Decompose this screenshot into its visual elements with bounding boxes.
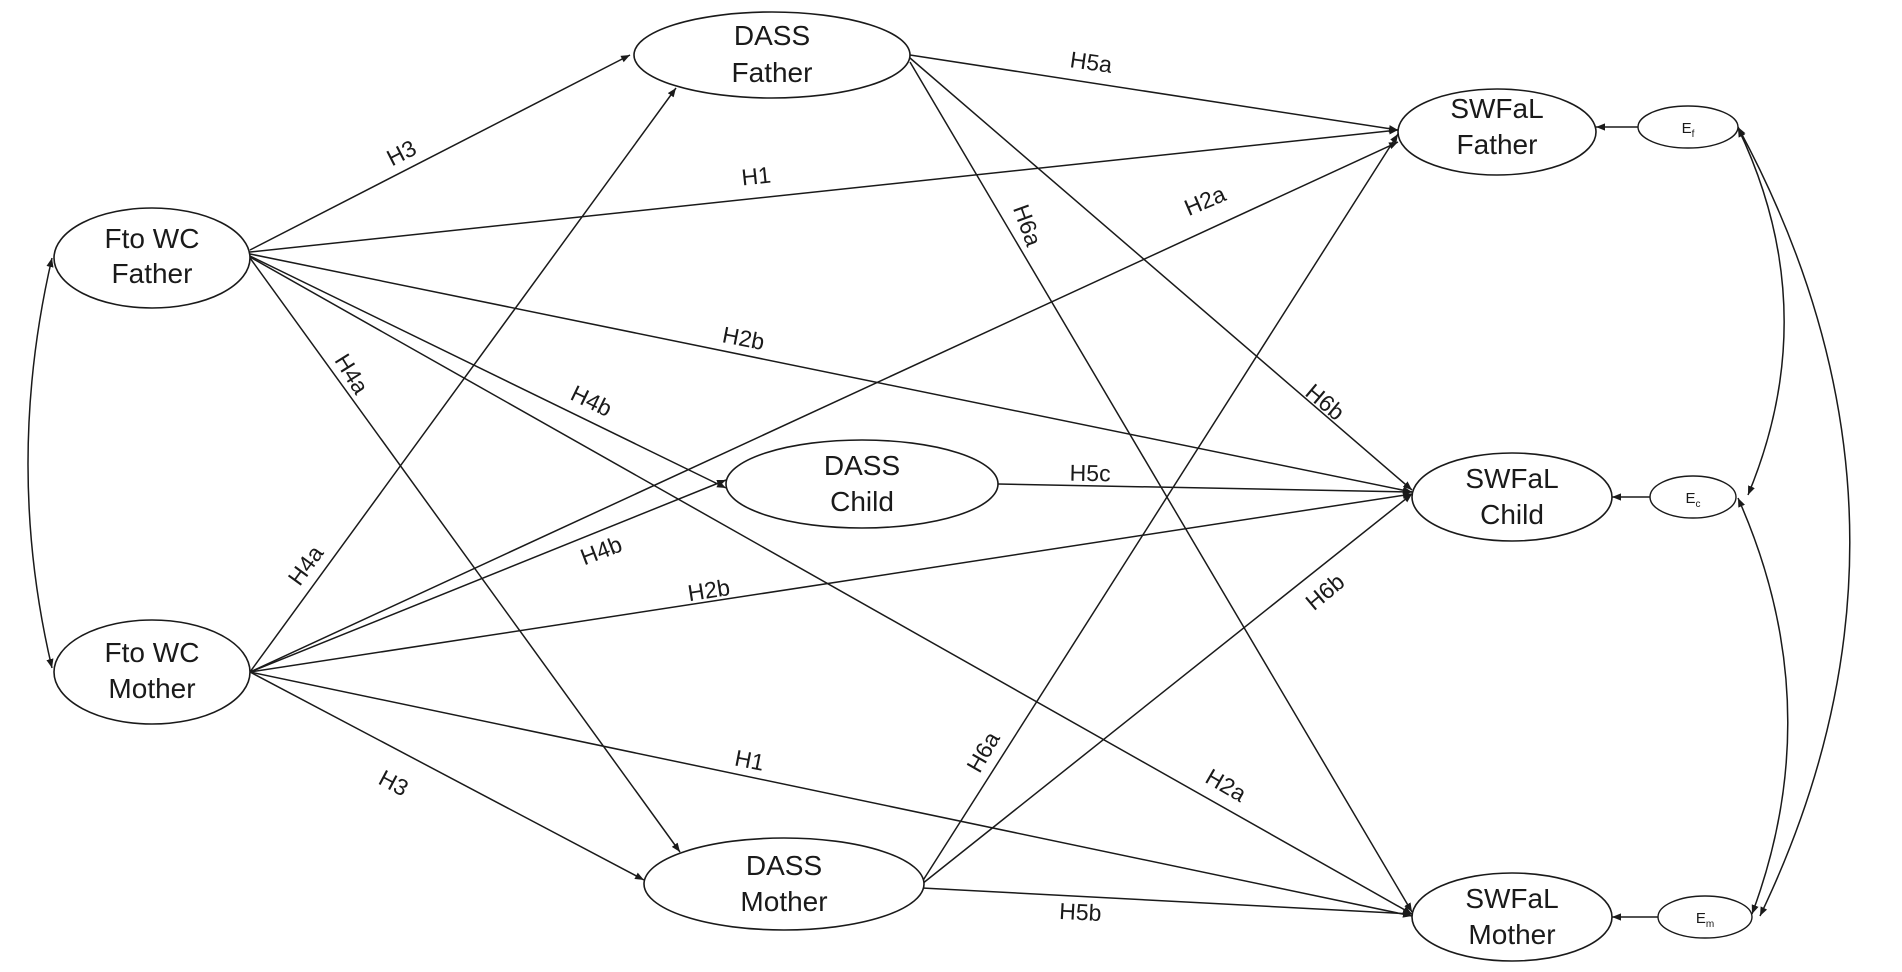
node-dass-mother: DASS Mother bbox=[643, 837, 925, 931]
edge-fwcfather-dassmother bbox=[249, 257, 681, 853]
edge-dassmother-swfalmother bbox=[921, 887, 1413, 918]
covariance-ec-em bbox=[1737, 497, 1789, 915]
node-fwc-mother: Fto WC Mother bbox=[53, 619, 251, 725]
covariance-ef-em bbox=[1737, 126, 1851, 917]
label-h1-top: H1 bbox=[740, 162, 772, 191]
label-h1-bottom: H1 bbox=[733, 745, 767, 776]
edge-dassfather-swfalfather bbox=[909, 54, 1399, 133]
edge-fwcmother-dassmother bbox=[249, 671, 645, 881]
edge-dassmother-swfalfather bbox=[921, 133, 1399, 883]
edge-fwcfather-dassfather bbox=[249, 54, 631, 251]
node-dass-child-line1: DASS bbox=[824, 450, 900, 481]
error-term-ef: Ef bbox=[1637, 105, 1739, 149]
label-h4a-left: H4a bbox=[330, 349, 375, 399]
error-em-base: E bbox=[1696, 910, 1706, 927]
node-swfal-father-line2: Father bbox=[1457, 129, 1538, 160]
edge-dasschild-swfalchild bbox=[997, 483, 1413, 496]
node-dass-child-line2: Child bbox=[830, 486, 894, 517]
edge-fwcmother-dassfather bbox=[249, 87, 677, 673]
edge-fwcfather-swfalfather bbox=[249, 127, 1399, 253]
label-h5b: H5b bbox=[1059, 898, 1103, 926]
label-h4a-bottom: H4a bbox=[283, 540, 329, 590]
edge-fwcmother-dasschild bbox=[249, 479, 727, 673]
label-h6a-bottom: H6a bbox=[961, 727, 1005, 777]
covariance-ef-ec bbox=[1737, 127, 1785, 496]
edge-fwcfather-swfalchild bbox=[249, 253, 1413, 494]
error-term-ec: Ec bbox=[1649, 475, 1737, 519]
node-swfal-child-line2: Child bbox=[1480, 499, 1544, 530]
error-term-em: Em bbox=[1657, 895, 1753, 939]
node-dass-father-line2: Father bbox=[732, 57, 813, 88]
label-h6b-top: H6b bbox=[1301, 378, 1350, 425]
svg-text:Ef: Ef bbox=[1682, 120, 1695, 140]
label-h2a-top: H2a bbox=[1180, 180, 1229, 221]
node-swfal-mother-line2: Mother bbox=[1468, 919, 1555, 950]
error-em-sub: m bbox=[1706, 919, 1714, 930]
edges bbox=[27, 54, 1851, 921]
edge-fwcfather-dasschild bbox=[249, 255, 727, 489]
node-fwc-mother-line2: Mother bbox=[108, 673, 195, 704]
label-h4b-top: H4b bbox=[567, 380, 616, 422]
node-swfal-father: SWFaL Father bbox=[1397, 88, 1597, 176]
svg-text:Ec: Ec bbox=[1685, 490, 1700, 510]
error-ec-sub: c bbox=[1696, 499, 1701, 510]
node-fwc-mother-line1: Fto WC bbox=[105, 637, 200, 668]
label-h2b-bottom: H2b bbox=[686, 574, 732, 606]
node-swfal-child: SWFaL Child bbox=[1411, 452, 1613, 542]
node-swfal-mother-line1: SWFaL bbox=[1465, 883, 1558, 914]
node-fwc-father-line1: Fto WC bbox=[105, 223, 200, 254]
node-swfal-mother: SWFaL Mother bbox=[1411, 872, 1613, 962]
label-h3-bottom: H3 bbox=[375, 765, 413, 802]
edge-dassfather-swfalchild bbox=[909, 57, 1413, 491]
label-h5c: H5c bbox=[1069, 460, 1110, 487]
edge-dassmother-swfalchild bbox=[921, 493, 1413, 885]
error-ec-base: E bbox=[1685, 490, 1695, 507]
node-swfal-child-line1: SWFaL bbox=[1465, 463, 1558, 494]
svg-text:Em: Em bbox=[1696, 910, 1714, 930]
edge-fwcfather-swfalmother bbox=[249, 256, 1413, 915]
node-fwc-father: Fto WC Father bbox=[53, 207, 251, 309]
edge-fwcmother-swfalfather bbox=[249, 141, 1399, 673]
label-h2a-bottom: H2a bbox=[1201, 763, 1251, 807]
node-dass-mother-line1: DASS bbox=[746, 850, 822, 881]
label-h6a-top: H6a bbox=[1008, 201, 1047, 250]
label-h6b-bottom: H6b bbox=[1300, 568, 1349, 615]
edge-fwcmother-swfalmother bbox=[249, 671, 1413, 918]
error-ef-sub: f bbox=[1692, 129, 1695, 140]
node-dass-child: DASS Child bbox=[725, 439, 999, 529]
label-h2b-top: H2b bbox=[720, 321, 766, 355]
error-ef-base: E bbox=[1682, 120, 1692, 137]
edge-fwcmother-swfalchild bbox=[249, 491, 1413, 673]
covariance-fwcfather-fwcmother bbox=[27, 257, 54, 669]
node-dass-mother-line2: Mother bbox=[740, 886, 827, 917]
label-h5a: H5a bbox=[1068, 46, 1114, 78]
node-dass-father-line1: DASS bbox=[734, 20, 810, 51]
node-fwc-father-line2: Father bbox=[112, 258, 193, 289]
node-swfal-father-line1: SWFaL bbox=[1450, 93, 1543, 124]
node-dass-father: DASS Father bbox=[633, 11, 911, 99]
